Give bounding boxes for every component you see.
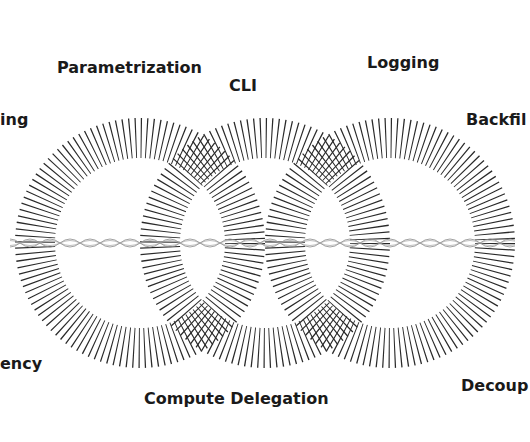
ring-label: Parametrization	[57, 58, 202, 78]
ring-label: Compute Delegation	[144, 389, 329, 409]
ring-label: Backfil	[466, 110, 526, 130]
ring-label: CLI	[229, 76, 257, 96]
ring-label: ency	[0, 354, 42, 374]
braided-strand	[10, 233, 515, 253]
ring-label: ing	[0, 110, 28, 130]
ring-label: Logging	[367, 53, 439, 73]
ring-label: Decoup	[461, 376, 528, 396]
